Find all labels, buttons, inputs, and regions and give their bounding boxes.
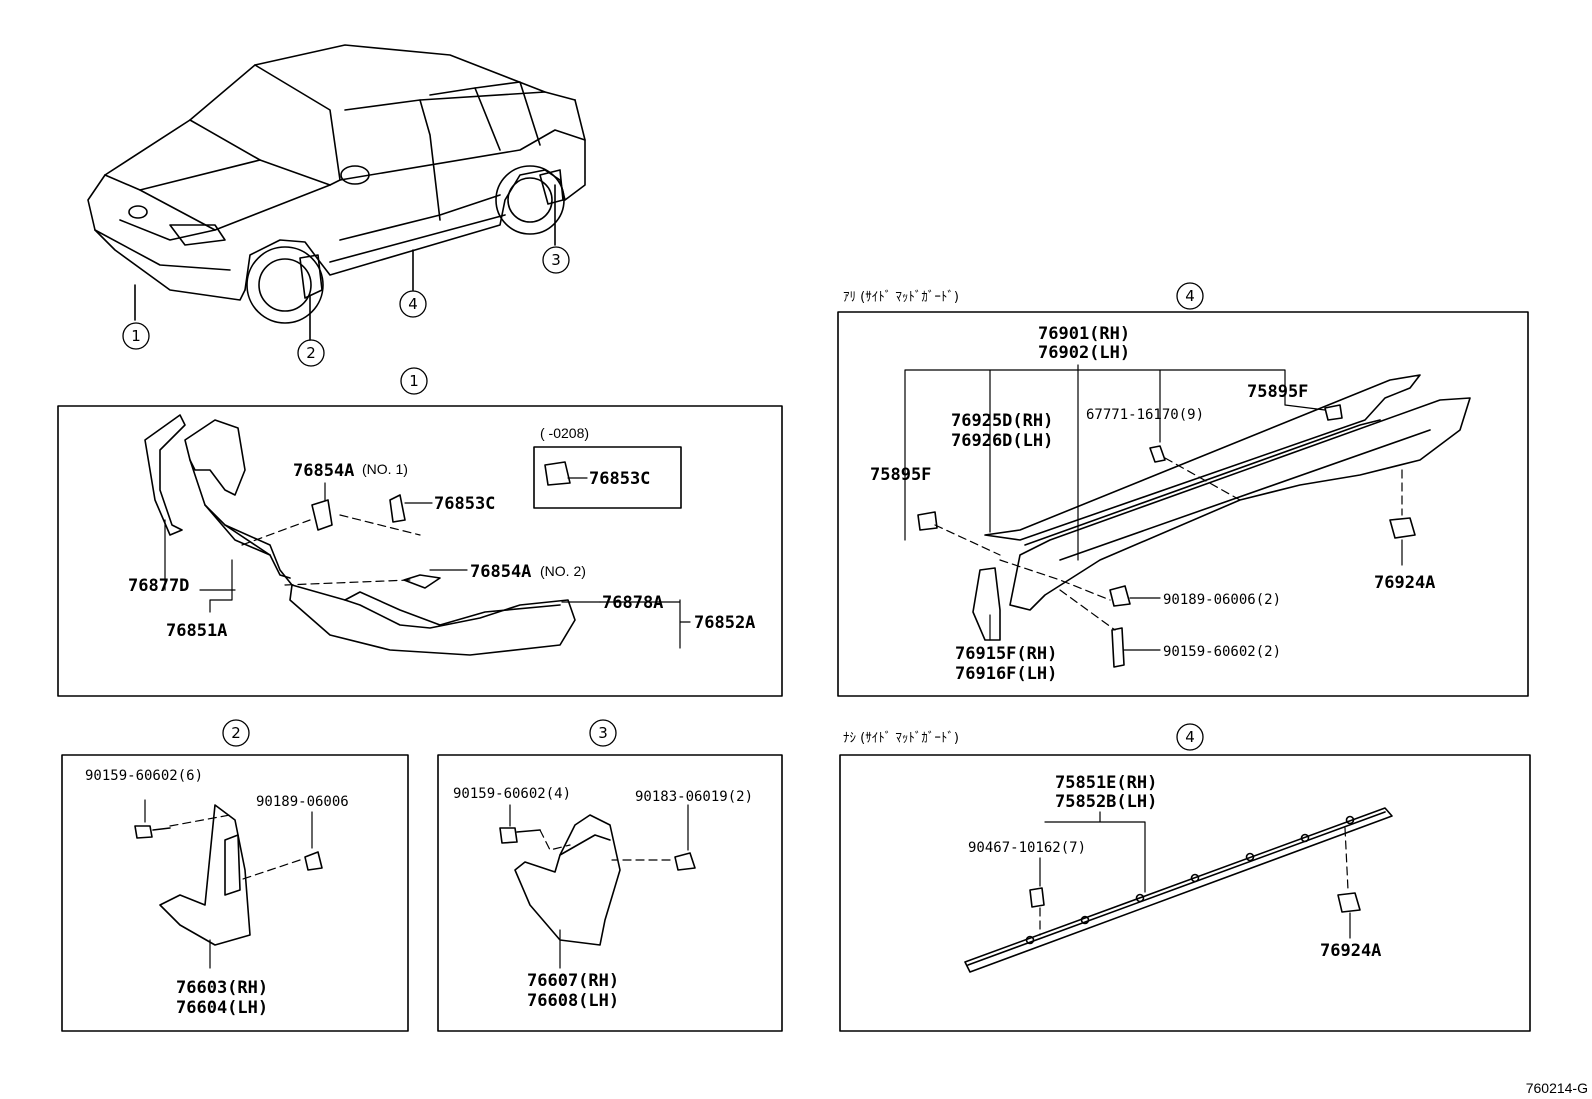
part-75895F-top: 75895F — [1247, 382, 1308, 402]
part-90189-06006: 90189-06006 — [256, 794, 349, 810]
callout-2: 2 — [306, 344, 316, 362]
part-76878A: 76878A — [602, 593, 663, 613]
panel-3-leaders — [509, 804, 689, 969]
part-76902-lh: 76902(LH) — [1038, 343, 1130, 363]
panel-4b-caption: ﾅｼ (ｻｲﾄﾞ ﾏｯﾄﾞｶﾞｰﾄﾞ) — [843, 731, 959, 746]
side-mudguard-illustration — [917, 374, 1471, 668]
panel-4a-leaders — [904, 364, 1403, 651]
car-illustration — [87, 44, 586, 341]
panel-1-frame — [57, 405, 783, 697]
part-76853C: 76853C — [434, 494, 495, 514]
part-76854A-no2: 76854A — [470, 562, 531, 582]
panel-4b-leaders — [1039, 811, 1351, 939]
part-76915F-rh: 76915F(RH) — [955, 644, 1057, 664]
part-76603-rh: 76603(RH) — [176, 978, 268, 998]
part-90189-06006-2: 90189-06006(2) — [1163, 592, 1281, 608]
callout-3: 3 — [551, 251, 561, 269]
diagram-code: 760214-G — [1526, 1080, 1588, 1096]
panel-4a-caption: ｱﾘ (ｻｲﾄﾞ ﾏｯﾄﾞｶﾞｰﾄﾞ) — [843, 290, 959, 305]
part-76854A-no1: 76854A — [293, 461, 354, 481]
panel-4a-marker: 4 — [1185, 287, 1195, 305]
part-75895F-left: 75895F — [870, 465, 931, 485]
panel-3-marker: 3 — [598, 724, 608, 742]
panel-3-frame — [437, 754, 783, 1032]
callout-4: 4 — [408, 295, 418, 313]
part-90159-60602-4: 90159-60602(4) — [453, 786, 571, 802]
part-75851E-rh: 75851E(RH) — [1055, 773, 1157, 793]
panel-4b-marker: 4 — [1185, 728, 1195, 746]
panel-2-leaders — [144, 799, 313, 969]
panel-2-frame — [61, 754, 409, 1032]
part-76854A-no1-note: (NO. 1) — [362, 461, 408, 477]
part-76916F-lh: 76916F(LH) — [955, 664, 1057, 684]
part-76854A-no2-note: (NO. 2) — [540, 563, 586, 579]
panel-1-leaders — [164, 477, 691, 649]
part-76604-lh: 76604(LH) — [176, 998, 268, 1018]
part-76924A-b: 76924A — [1320, 941, 1381, 961]
part-67771-16170-9: 67771-16170(9) — [1086, 407, 1204, 423]
car-callouts — [122, 246, 570, 367]
inset-range: ( -0208) — [540, 425, 589, 441]
panel-4b-frame — [839, 754, 1531, 1032]
panel-1-inset-frame — [533, 446, 682, 509]
panel-1-marker: 1 — [409, 372, 419, 390]
panel-2-marker: 2 — [231, 724, 241, 742]
part-76608-lh: 76608(LH) — [527, 991, 619, 1011]
part-76851A: 76851A — [166, 621, 227, 641]
callout-1: 1 — [131, 327, 141, 345]
part-90159-60602-2: 90159-60602(2) — [1163, 644, 1281, 660]
inset-part-76853C: 76853C — [589, 469, 650, 489]
panel-4a-frame — [837, 311, 1529, 697]
front-mudguard-illustration — [134, 804, 323, 946]
part-76877D: 76877D — [128, 576, 189, 596]
part-76607-rh: 76607(RH) — [527, 971, 619, 991]
part-76925D-rh: 76925D(RH) — [951, 411, 1053, 431]
part-76852A: 76852A — [694, 613, 755, 633]
part-76926D-lh: 76926D(LH) — [951, 431, 1053, 451]
side-protector-illustration — [964, 807, 1393, 973]
part-76901-rh: 76901(RH) — [1038, 324, 1130, 344]
front-spoiler-illustration — [144, 414, 576, 656]
part-90159-60602-6: 90159-60602(6) — [85, 768, 203, 784]
part-90467-10162-7: 90467-10162(7) — [968, 840, 1086, 856]
part-76924A: 76924A — [1374, 573, 1435, 593]
part-90183-06019-2: 90183-06019(2) — [635, 789, 753, 805]
part-75852B-lh: 75852B(LH) — [1055, 792, 1157, 812]
rear-mudguard-illustration — [499, 814, 696, 946]
